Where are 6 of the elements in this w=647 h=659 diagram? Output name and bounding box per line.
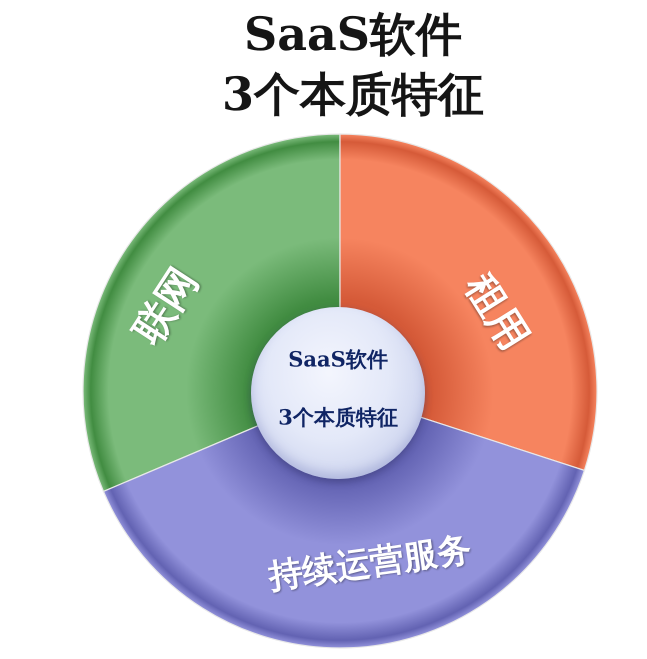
center-label: SaaS软件 xyxy=(288,348,388,370)
segment-label: 持续运营服务 xyxy=(266,532,474,594)
segment-label: 租用 xyxy=(458,267,536,357)
segment-label: 联网 xyxy=(127,262,205,350)
center-label: 3个本质特征 xyxy=(278,406,398,428)
title: SaaS软件 3个本质特征 xyxy=(220,6,485,123)
